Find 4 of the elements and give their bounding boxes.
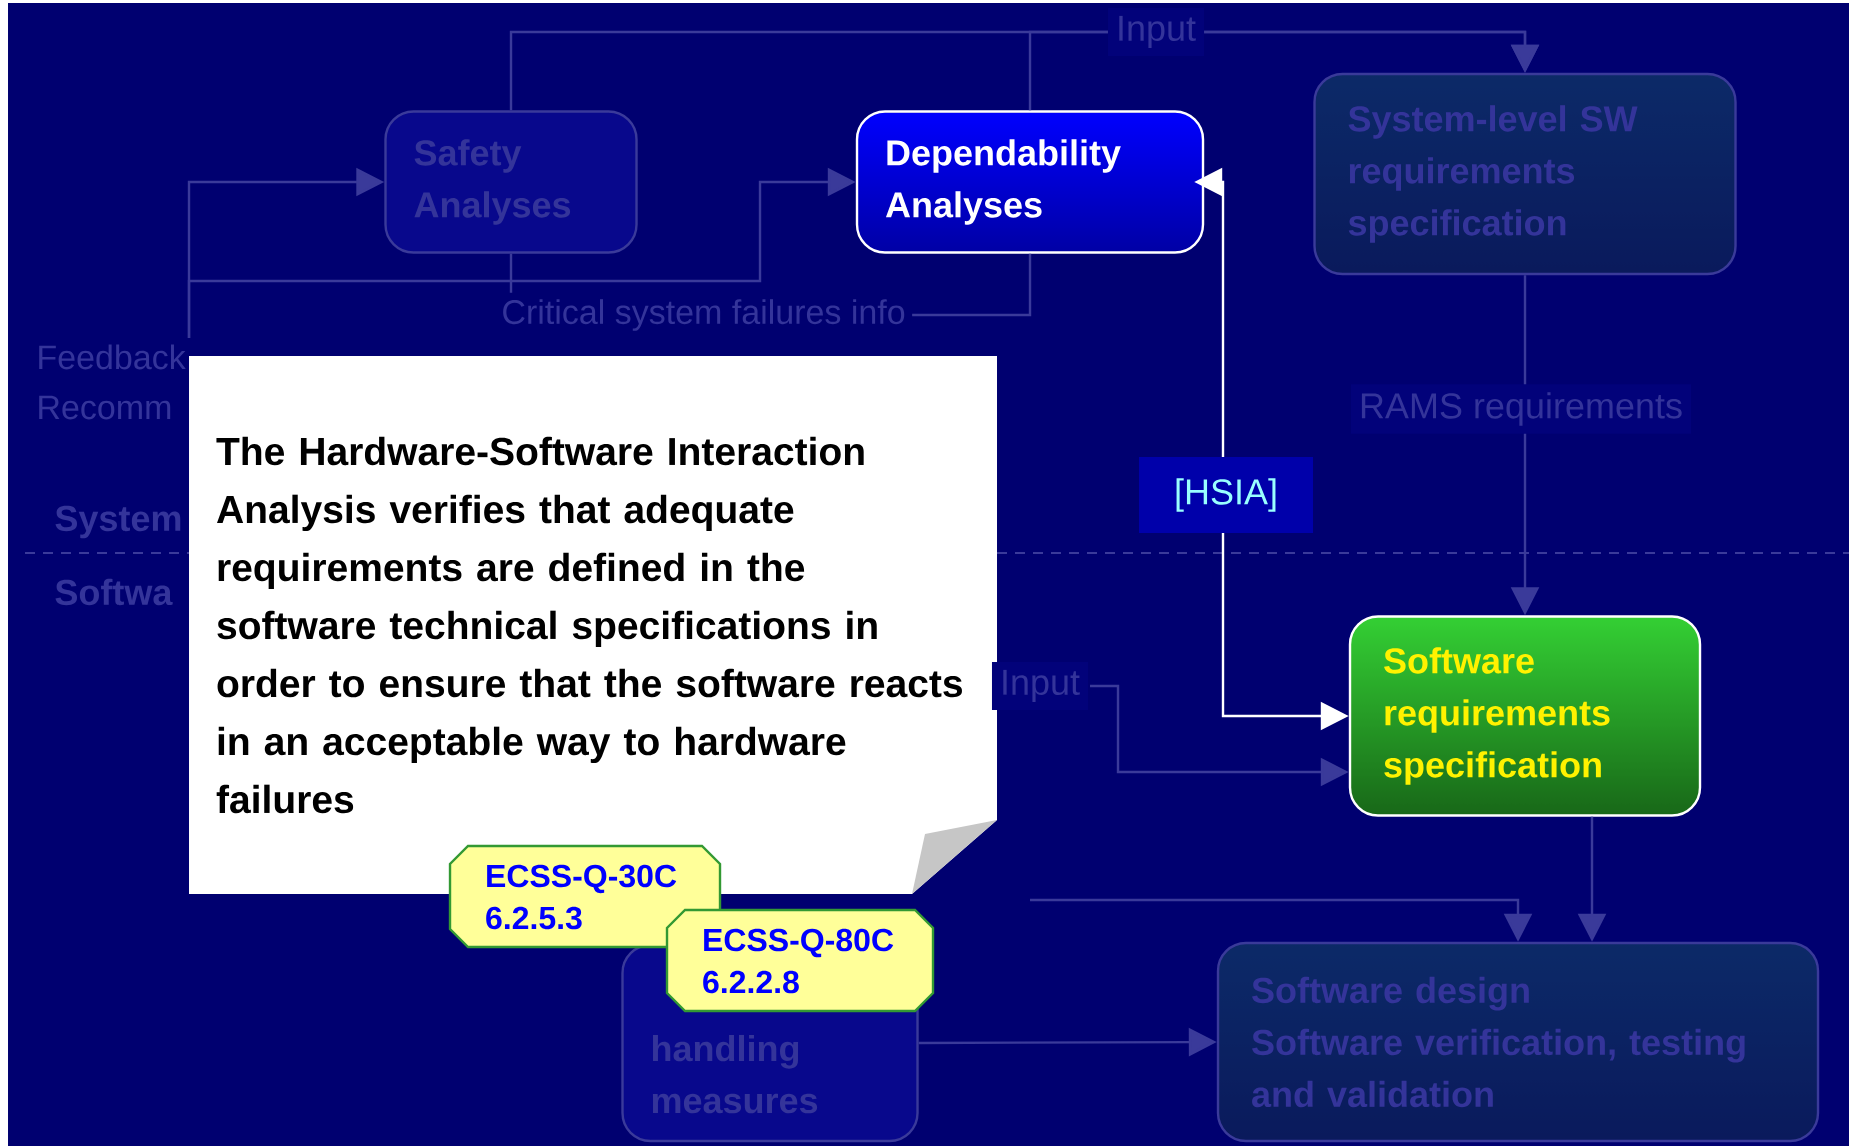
reference-tag: ECSS-Q-80C 6.2.2.8	[665, 908, 935, 1013]
process-box: Dependability Analyses	[855, 110, 1205, 254]
process-box: Software requirements specification	[1348, 615, 1702, 817]
edge-label: [HSIA]	[1139, 457, 1313, 533]
